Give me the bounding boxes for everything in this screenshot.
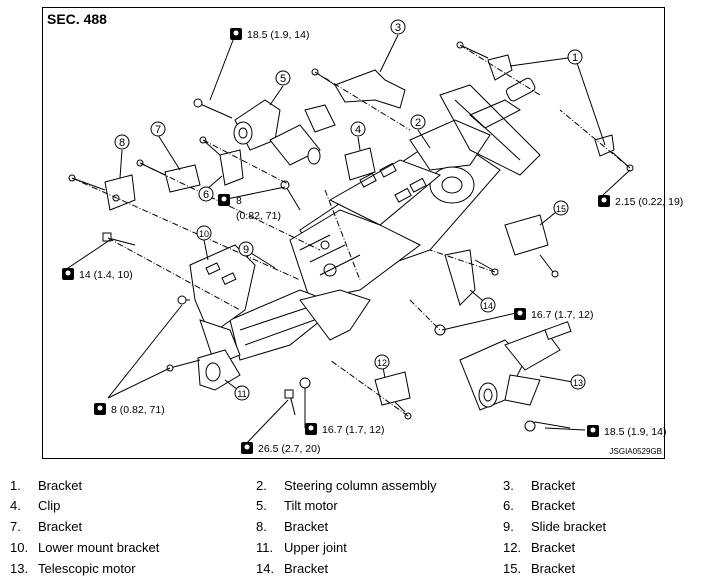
torque-label-mid2: (0.82, 71) xyxy=(236,210,281,222)
alignment-lines xyxy=(71,44,631,417)
callout-circles xyxy=(114,19,586,401)
torque-label-bottom-mid: 16.7 (1.7, 12) xyxy=(322,424,384,436)
legend-item: 3.Bracket xyxy=(503,478,576,493)
legend-item: 9.Slide bracket xyxy=(503,519,607,534)
callout-13: 13 xyxy=(573,378,583,388)
legend-item: 5.Tilt motor xyxy=(256,498,338,513)
callout-1: 1 xyxy=(572,52,578,64)
callout-8: 8 xyxy=(119,137,125,149)
callout-5: 5 xyxy=(280,73,286,85)
callout-3: 3 xyxy=(395,22,401,34)
callout-4: 4 xyxy=(355,124,361,136)
callout-numbers: 1 2 3 4 5 6 7 8 9 10 11 12 13 14 15 xyxy=(119,22,583,399)
callout-7: 7 xyxy=(155,124,161,136)
section-label: SEC. 488 xyxy=(47,11,107,27)
steering-column-assembly-drawing xyxy=(229,77,541,361)
callout-11: 11 xyxy=(237,389,246,399)
diagram-frame xyxy=(42,7,665,459)
legend-item: 14.Bracket xyxy=(256,561,329,576)
legend-item: 4.Clip xyxy=(10,498,61,513)
legend-item: 8.Bracket xyxy=(256,519,329,534)
telescopic-motor-drawing xyxy=(459,321,572,411)
torque-label-left: 14 (1.4, 10) xyxy=(79,269,133,281)
legend-item: 13.Telescopic motor xyxy=(10,561,136,576)
torque-label-bottom: 26.5 (2.7, 20) xyxy=(258,443,320,455)
callout-2: 2 xyxy=(415,117,421,129)
torque-label-right-bottom: 18.5 (1.9, 14) xyxy=(604,426,666,438)
legend-item: 1.Bracket xyxy=(10,478,83,493)
tilt-motor-drawing xyxy=(233,99,336,166)
callout-15: 15 xyxy=(556,204,566,214)
legend-item: 2.Steering column assembly xyxy=(256,478,437,493)
legend-item: 6.Bracket xyxy=(503,498,576,513)
torque-label-bottom-left: 8 (0.82, 71) xyxy=(111,404,165,416)
callout-6: 6 xyxy=(203,189,209,201)
legend-item: 11.Upper joint xyxy=(256,540,347,555)
torque-label-top: 18.5 (1.9, 14) xyxy=(247,29,309,41)
legend-item: 7.Bracket xyxy=(10,519,83,534)
callout-14: 14 xyxy=(483,301,493,311)
figure-code: JSGIA0529GB xyxy=(609,447,662,456)
torque-label-mid: 8 xyxy=(236,195,242,207)
torque-labels: 18.5 (1.9, 14) 2.15 (0.22, 19) 8 (0.82, … xyxy=(79,29,683,455)
callout-12: 12 xyxy=(377,358,387,368)
torque-label-right-mid: 16.7 (1.7, 12) xyxy=(531,309,593,321)
torque-label-right-top: 2.15 (0.22, 19) xyxy=(615,196,683,208)
callout-9: 9 xyxy=(243,244,249,256)
legend-item: 10.Lower mount bracket xyxy=(10,540,160,555)
callout-10: 10 xyxy=(199,229,209,239)
bracket-drawings xyxy=(104,54,615,406)
legend-item: 12.Bracket xyxy=(503,540,576,555)
legend-item: 15.Bracket xyxy=(503,561,576,576)
steering-column-exploded-diagram: 1 2 3 4 5 6 7 8 9 10 11 12 13 14 15 18.5… xyxy=(61,19,683,455)
lower-mount-bracket-drawing xyxy=(189,244,256,366)
